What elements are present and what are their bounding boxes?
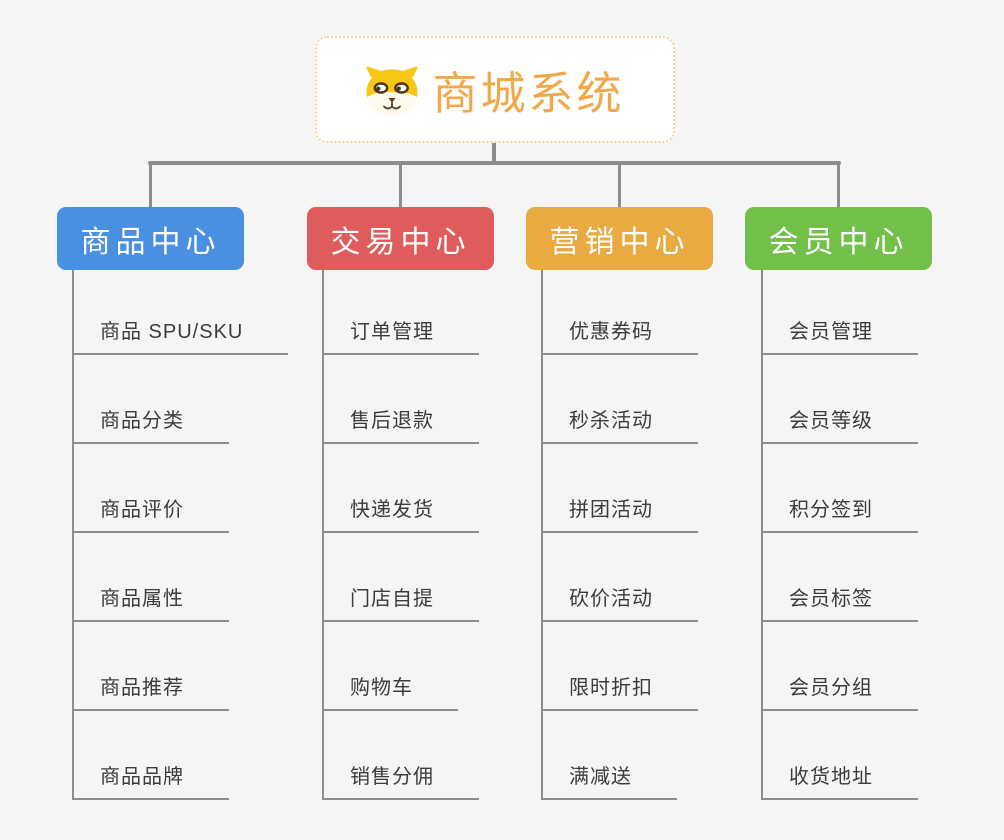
child-node[interactable]: 砍价活动 bbox=[541, 582, 698, 622]
children-column-marketing: 优惠券码 秒杀活动 拼团活动 砍价活动 限时折扣 满减送 bbox=[541, 266, 821, 800]
child-row: 拼团活动 bbox=[541, 444, 821, 533]
child-node[interactable]: 订单管理 bbox=[322, 315, 479, 355]
connector-root-stem bbox=[492, 143, 496, 163]
connector-drop-product bbox=[149, 163, 152, 209]
shiba-dog-logo-icon bbox=[365, 65, 419, 115]
connector-rail bbox=[148, 161, 841, 165]
branch-node-product-center[interactable]: 商品中心 bbox=[57, 207, 244, 270]
child-node[interactable]: 优惠券码 bbox=[541, 315, 698, 355]
child-node[interactable]: 收货地址 bbox=[761, 760, 918, 800]
child-row: 商品 SPU/SKU bbox=[72, 266, 352, 355]
child-node[interactable]: 快递发货 bbox=[322, 493, 479, 533]
child-row: 收货地址 bbox=[761, 711, 1004, 800]
child-row: 商品分类 bbox=[72, 355, 352, 444]
child-node[interactable]: 销售分佣 bbox=[322, 760, 479, 800]
children-column-member: 会员管理 会员等级 积分签到 会员标签 会员分组 收货地址 bbox=[761, 266, 1004, 800]
child-row: 会员管理 bbox=[761, 266, 1004, 355]
connector-children-line-member bbox=[761, 270, 763, 800]
child-node[interactable]: 会员标签 bbox=[761, 582, 918, 622]
child-row: 砍价活动 bbox=[541, 533, 821, 622]
child-node[interactable]: 商品属性 bbox=[72, 582, 229, 622]
root-node[interactable]: 商城系统 bbox=[315, 36, 675, 143]
connector-children-line-trade bbox=[322, 270, 324, 800]
child-node[interactable]: 商品评价 bbox=[72, 493, 229, 533]
child-row: 优惠券码 bbox=[541, 266, 821, 355]
child-row: 快递发货 bbox=[322, 444, 602, 533]
child-row: 门店自提 bbox=[322, 533, 602, 622]
child-node[interactable]: 门店自提 bbox=[322, 582, 479, 622]
child-node[interactable]: 限时折扣 bbox=[541, 671, 698, 711]
child-row: 售后退款 bbox=[322, 355, 602, 444]
children-column-trade: 订单管理 售后退款 快递发货 门店自提 购物车 销售分佣 bbox=[322, 266, 602, 800]
child-node[interactable]: 秒杀活动 bbox=[541, 404, 698, 444]
child-row: 商品推荐 bbox=[72, 622, 352, 711]
child-row: 商品属性 bbox=[72, 533, 352, 622]
child-node[interactable]: 会员管理 bbox=[761, 315, 918, 355]
child-node[interactable]: 会员等级 bbox=[761, 404, 918, 444]
child-node[interactable]: 商品品牌 bbox=[72, 760, 229, 800]
connector-drop-trade bbox=[399, 163, 402, 209]
child-node[interactable]: 积分签到 bbox=[761, 493, 918, 533]
child-row: 商品评价 bbox=[72, 444, 352, 533]
branch-node-trade-center[interactable]: 交易中心 bbox=[307, 207, 494, 270]
child-row: 满减送 bbox=[541, 711, 821, 800]
child-node[interactable]: 售后退款 bbox=[322, 404, 479, 444]
root-title: 商城系统 bbox=[432, 68, 625, 119]
child-row: 会员等级 bbox=[761, 355, 1004, 444]
connector-children-line-marketing bbox=[541, 270, 543, 800]
child-row: 积分签到 bbox=[761, 444, 1004, 533]
child-node[interactable]: 会员分组 bbox=[761, 671, 918, 711]
child-row: 秒杀活动 bbox=[541, 355, 821, 444]
child-node[interactable]: 拼团活动 bbox=[541, 493, 698, 533]
connector-drop-marketing bbox=[618, 163, 621, 209]
child-node[interactable]: 商品 SPU/SKU bbox=[72, 315, 289, 355]
child-row: 商品品牌 bbox=[72, 711, 352, 800]
child-row: 销售分佣 bbox=[322, 711, 602, 800]
child-node[interactable]: 满减送 bbox=[541, 760, 677, 800]
child-node[interactable]: 购物车 bbox=[322, 671, 458, 711]
child-node[interactable]: 商品推荐 bbox=[72, 671, 229, 711]
branch-node-marketing-center[interactable]: 营销中心 bbox=[526, 207, 713, 270]
child-row: 限时折扣 bbox=[541, 622, 821, 711]
child-row: 购物车 bbox=[322, 622, 602, 711]
child-row: 会员标签 bbox=[761, 533, 1004, 622]
children-column-product: 商品 SPU/SKU 商品分类 商品评价 商品属性 商品推荐 商品品牌 bbox=[72, 266, 352, 800]
connector-children-line-product bbox=[72, 270, 74, 800]
child-row: 会员分组 bbox=[761, 622, 1004, 711]
branch-node-member-center[interactable]: 会员中心 bbox=[745, 207, 932, 270]
child-node[interactable]: 商品分类 bbox=[72, 404, 229, 444]
child-row: 订单管理 bbox=[322, 266, 602, 355]
connector-drop-member bbox=[837, 163, 840, 209]
